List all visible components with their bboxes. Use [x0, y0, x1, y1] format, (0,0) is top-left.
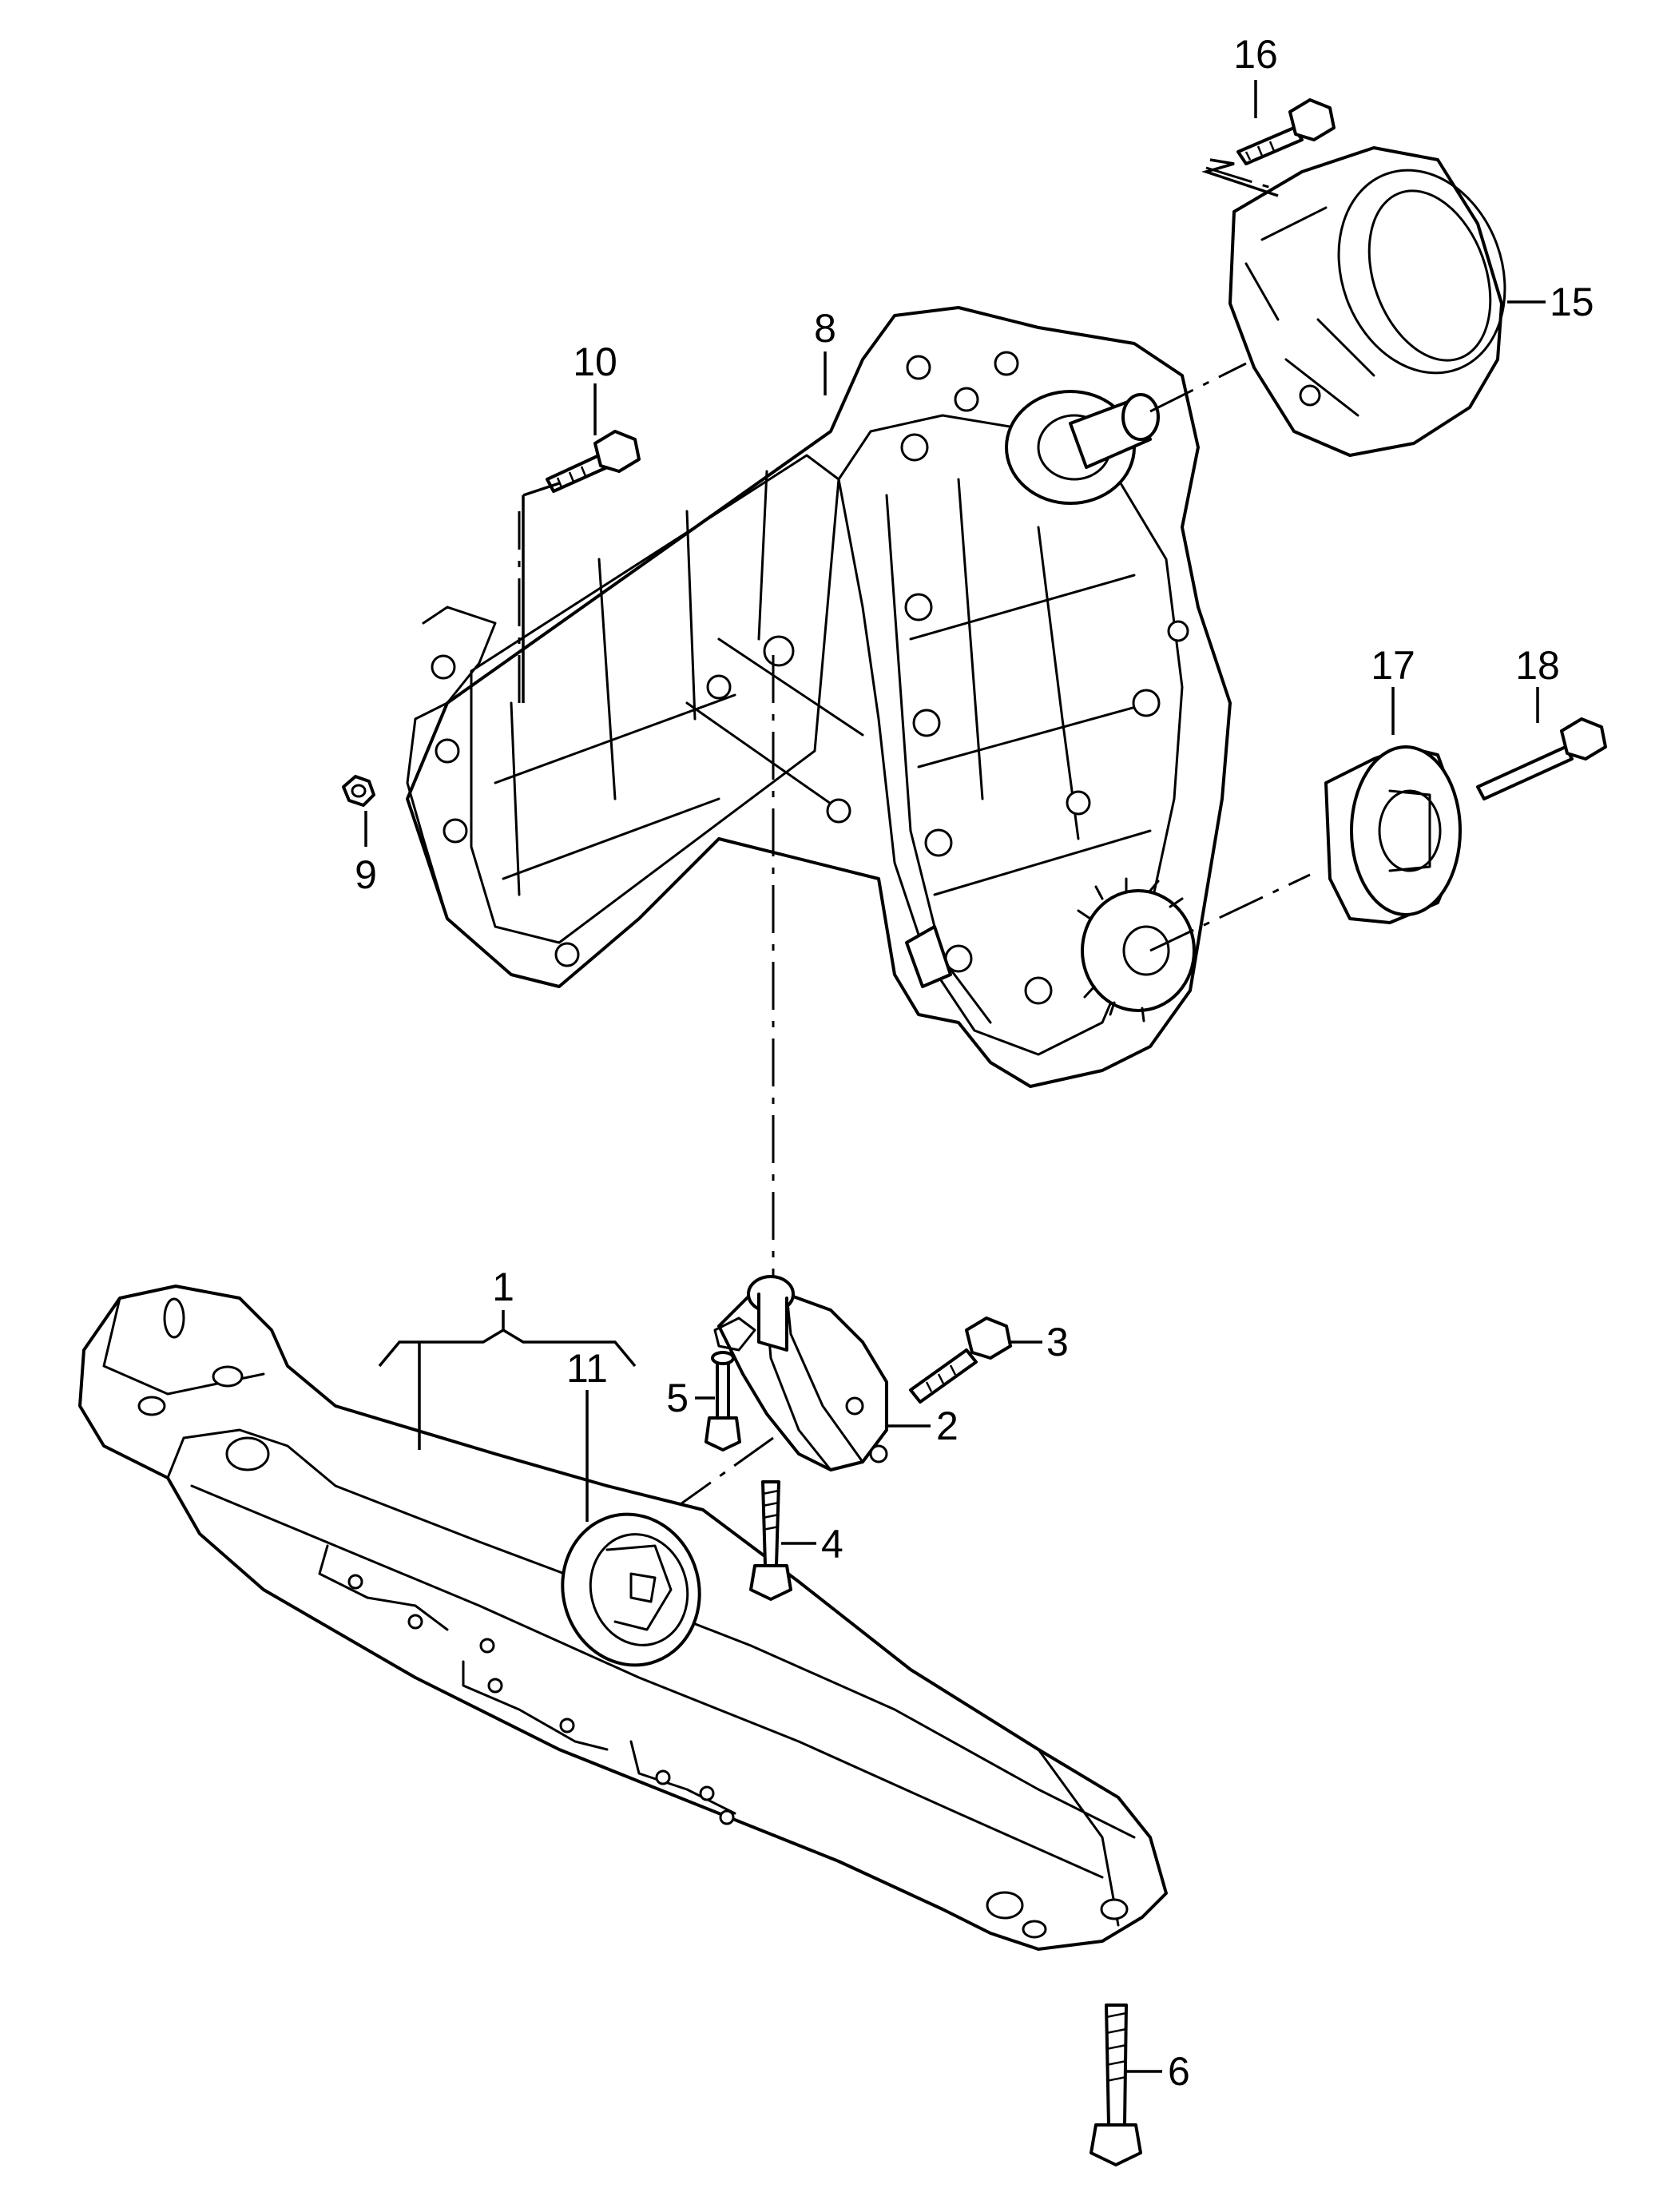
callout-6: 6 [1168, 2049, 1190, 2094]
cover-15 [1228, 146, 1506, 457]
callout-18: 18 [1515, 643, 1560, 688]
callout-10: 10 [573, 340, 617, 384]
callout-8: 8 [814, 306, 836, 351]
bolt-4 [749, 1480, 792, 1601]
bolt-6 [1090, 2004, 1142, 2166]
bolt-10 [546, 430, 641, 493]
callout-15: 15 [1550, 280, 1594, 324]
callout-2: 2 [936, 1404, 959, 1448]
transfer-case [406, 306, 1232, 1088]
mount-17 [1324, 745, 1462, 924]
bolt-5 [705, 1351, 741, 1452]
bolt-16 [1236, 98, 1336, 165]
callout-11: 11 [566, 1346, 608, 1391]
bolt-3 [909, 1316, 1012, 1404]
leader-lines [364, 80, 1546, 2073]
bracket-2 [713, 1275, 888, 1471]
bolt-18 [1476, 717, 1607, 800]
nut-9 [342, 775, 375, 807]
callout-5: 5 [666, 1376, 689, 1420]
crossmember-1 [78, 1285, 1168, 1951]
callout-3: 3 [1046, 1320, 1069, 1364]
callout-labels: 16 15 8 10 9 17 18 1 11 3 2 5 4 6 [355, 32, 1594, 2094]
callout-17: 17 [1371, 643, 1415, 688]
callout-1: 1 [492, 1265, 514, 1309]
callout-16: 16 [1233, 32, 1278, 77]
callout-9: 9 [355, 852, 377, 897]
callout-4: 4 [821, 1522, 843, 1567]
